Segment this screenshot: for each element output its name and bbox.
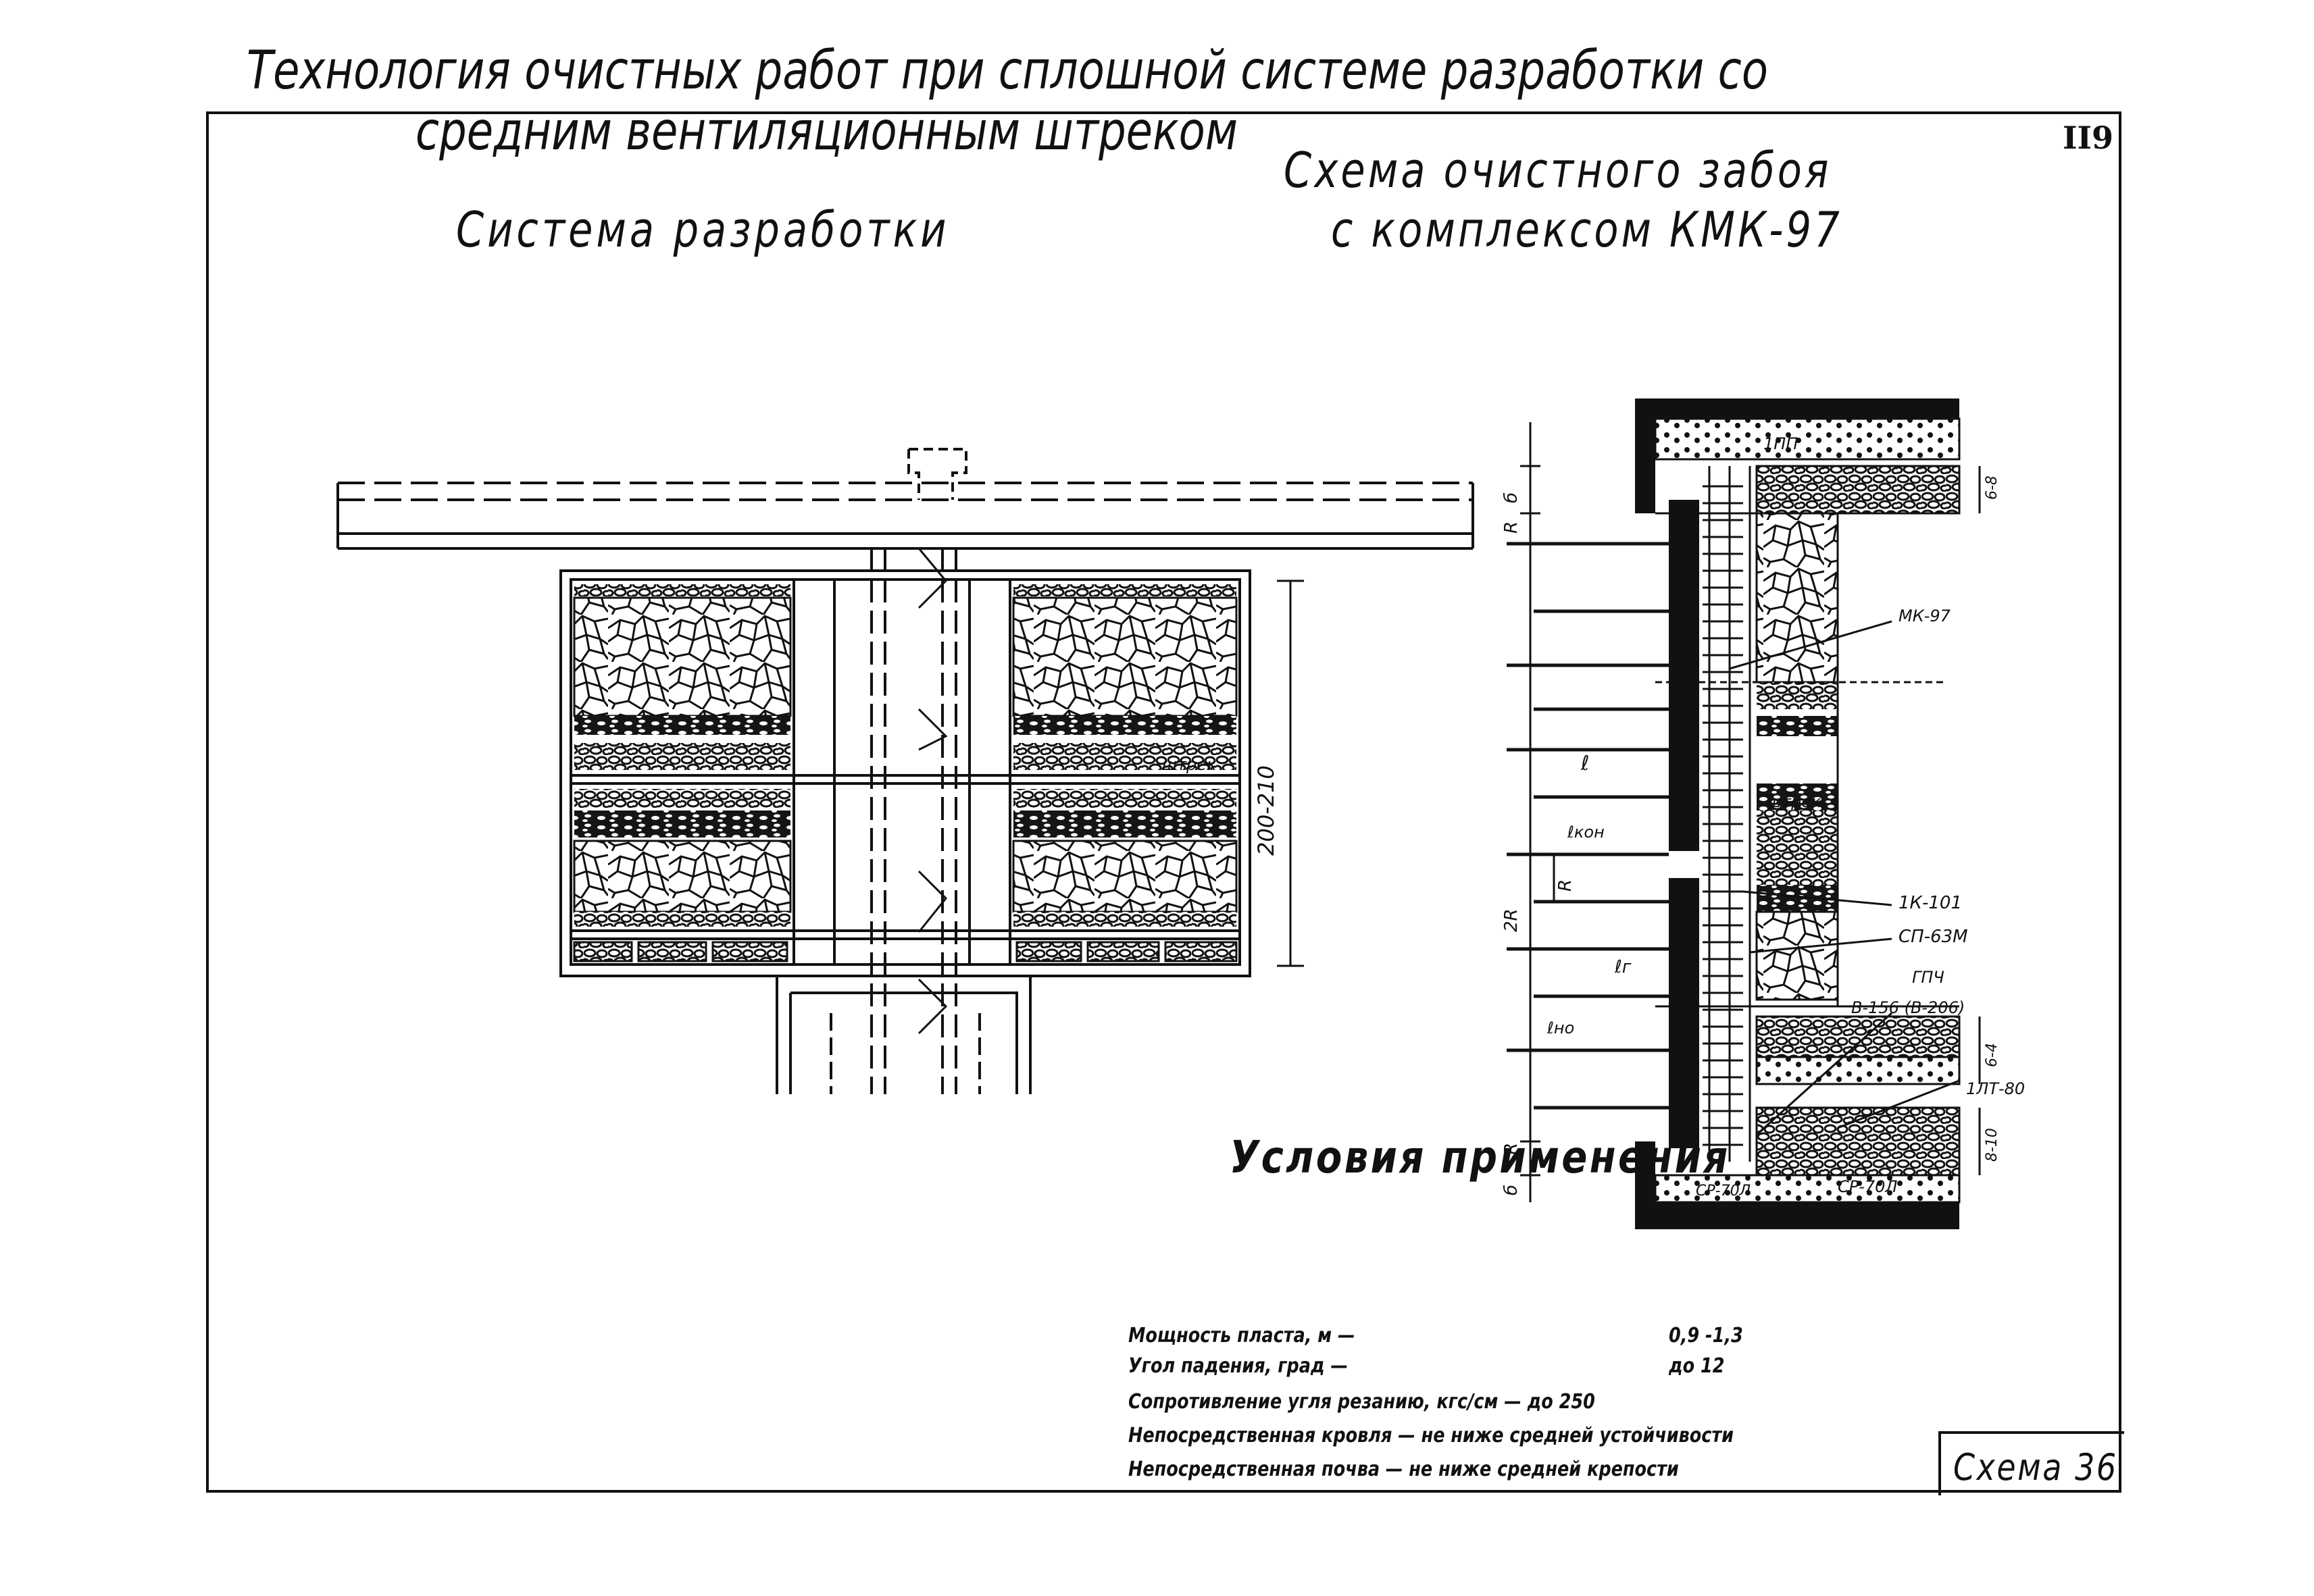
system-seams (573, 584, 1238, 962)
label-gpch: ГПЧ (1912, 968, 1944, 987)
dim-b-top: б (1501, 492, 1521, 503)
conditions-title: Условия применения (1230, 1131, 1730, 1183)
label-face-drift: штрек (1767, 792, 1821, 811)
dim-r-top: R (1501, 521, 1521, 534)
dim-l: ℓ (1580, 752, 1589, 775)
condition-3-label: Сопротивление угля резанию, кгс/см — до … (1128, 1390, 1595, 1414)
dim-r-mid: R (1555, 879, 1576, 892)
label-sr70-left: СР-70Л (1696, 1183, 1751, 1200)
label-mk97: МК-97 (1898, 607, 1951, 625)
page-number: II9 (2062, 120, 2113, 156)
system-drift-label: штрек (1162, 755, 1217, 774)
condition-2-label: Угол падения, град — (1128, 1354, 1348, 1378)
dim-right-mid: 6-4 (1984, 1043, 2001, 1067)
face-diagram-title-1: Схема очистного забоя (1284, 142, 1832, 199)
dim-lkon: ℓкон (1567, 823, 1605, 842)
dim-right-bot: 8-10 (1984, 1128, 2001, 1162)
label-1k101: 1К-101 (1898, 893, 1962, 913)
system-diagram-title: Система разработки (456, 201, 950, 258)
scheme-label: Схема 36 (1953, 1446, 2118, 1489)
system-diagram (336, 448, 1474, 1094)
face-diagram-title-2: с комплексом КМК-97 (1331, 201, 1842, 258)
label-1pp: 1ПП (1763, 434, 1798, 453)
condition-1-label: Мощность пласта, м — (1128, 1324, 1355, 1347)
label-1lt80: 1ЛТ-80 (1966, 1079, 2025, 1098)
dim-r-bot: R (1501, 1143, 1521, 1155)
dim-right-top: 6-8 (1984, 475, 2001, 500)
title-line-2: средним вентиляционным штреком (416, 101, 1238, 162)
condition-4-label: Непосредственная кровля — не ниже средне… (1128, 1424, 1734, 1447)
label-sp63m: СП-63М (1898, 927, 1968, 947)
condition-1-value: 0,9 -1,3 (1669, 1324, 1743, 1347)
system-height-label: 200-210 (1253, 765, 1279, 856)
label-sr70-right: СР-70Л (1838, 1177, 1897, 1196)
dim-b-bot: б (1501, 1185, 1521, 1195)
dim-lr: ℓг (1614, 957, 1632, 977)
system-height-dimension (1277, 580, 1304, 967)
title-line-1: Технология очистных работ при сплошной с… (247, 41, 1768, 101)
condition-5-label: Непосредственная почва — не ниже средней… (1128, 1458, 1679, 1481)
scheme-stamp: Схема 36 (1938, 1431, 2124, 1495)
condition-2-value: до 12 (1669, 1354, 1725, 1378)
label-conveyor: В-156 (В-206) (1851, 998, 1965, 1017)
drawing-sheet: II9 Схема 36 (206, 111, 2124, 1495)
dim-lno: ℓно (1546, 1019, 1574, 1037)
face-diagram (1507, 398, 1981, 1229)
dim-2r: 2R (1501, 908, 1521, 932)
